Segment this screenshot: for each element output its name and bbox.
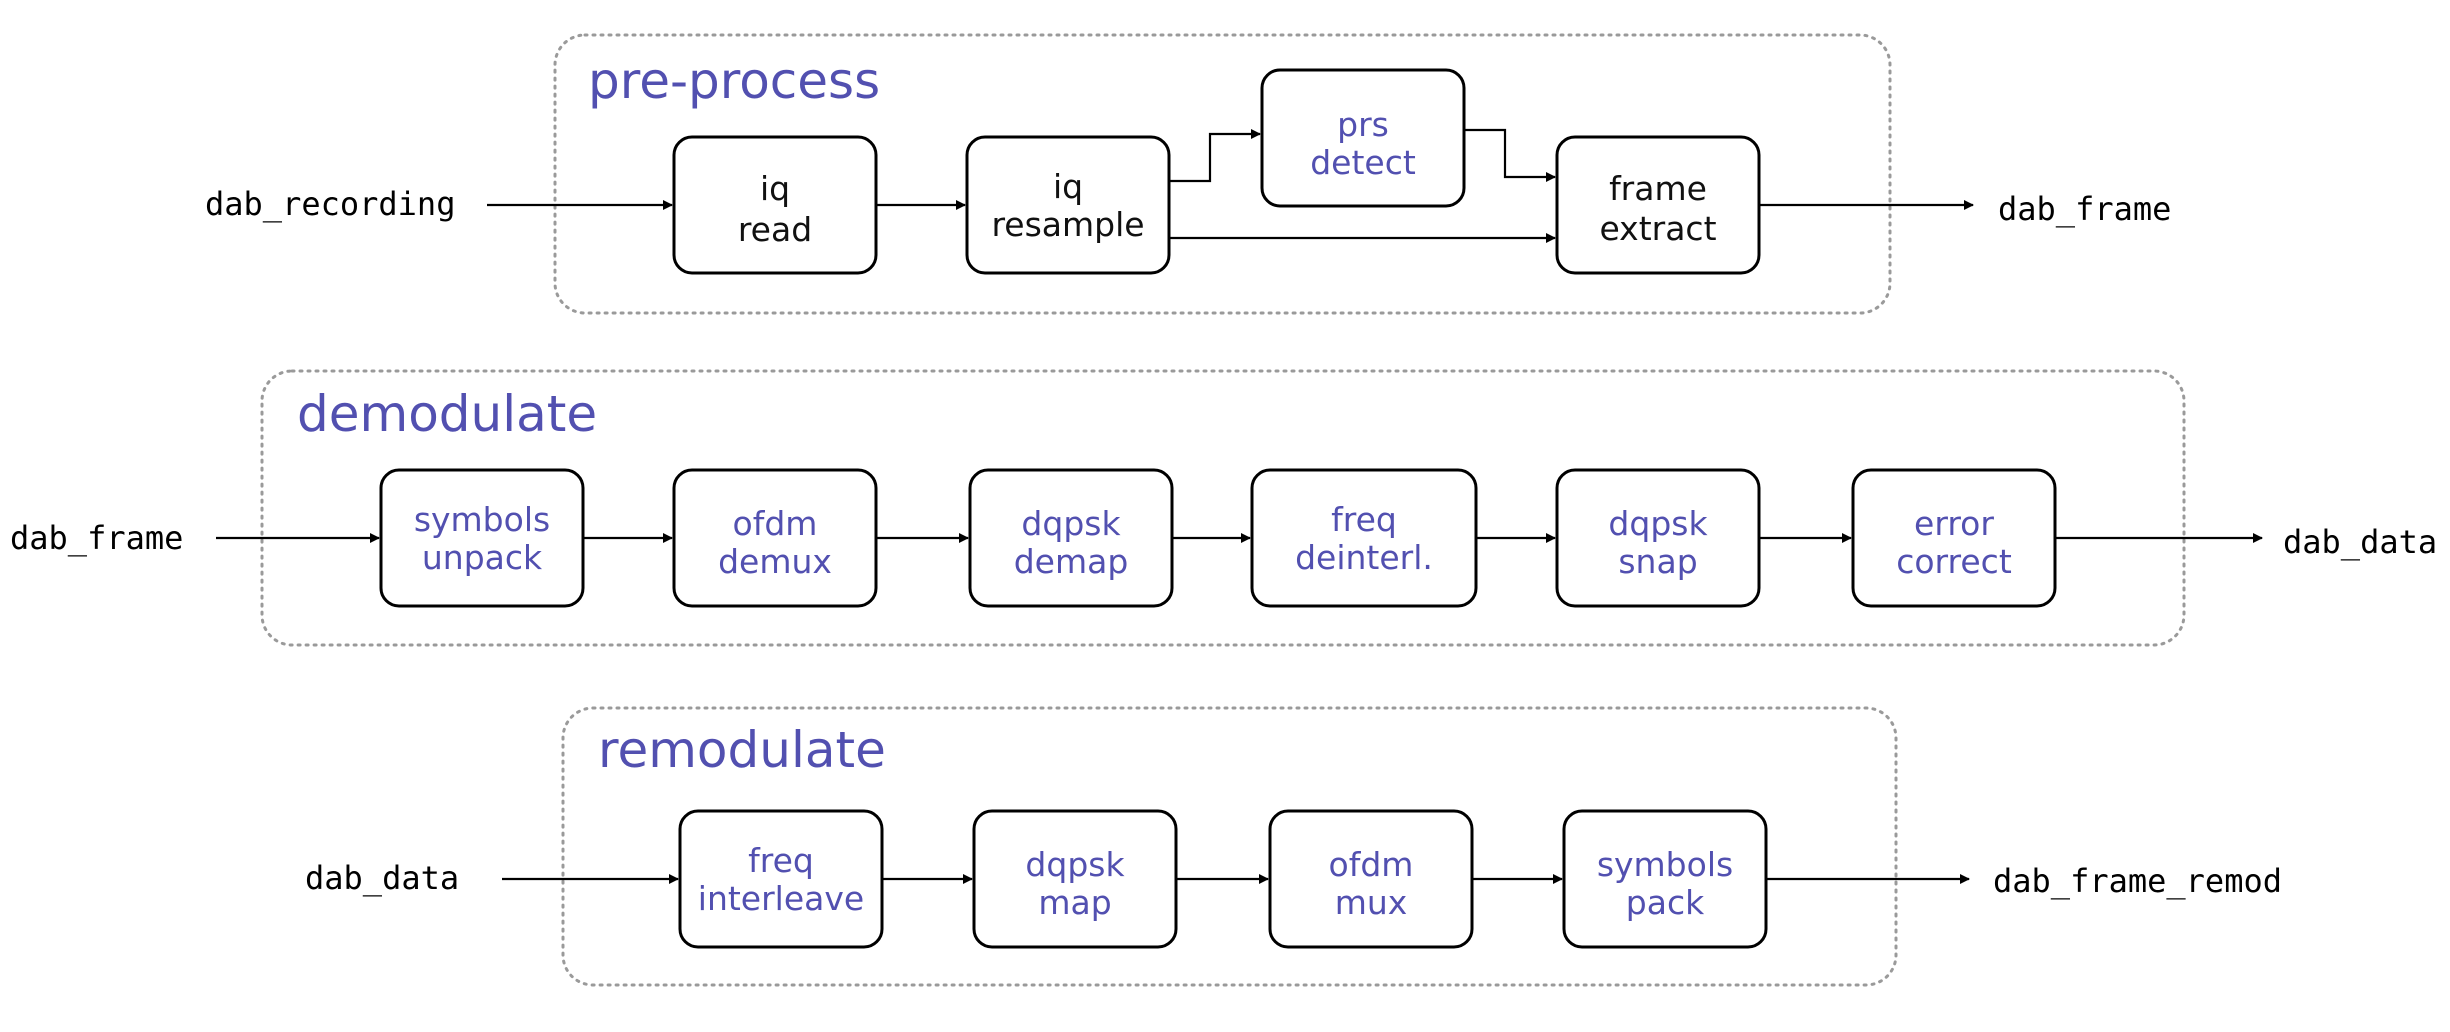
block-dqpsk-demap-line2: demap xyxy=(1014,542,1129,581)
block-ofdm-demux: ofdm demux xyxy=(672,468,878,608)
block-iq-resample-line1: iq xyxy=(1053,167,1083,206)
group-remodulate: remodulate dab_data freq interleave dqps… xyxy=(305,706,2282,987)
block-dqpsk-snap-line1: dqpsk xyxy=(1608,504,1708,543)
block-frame-extract-line2: extract xyxy=(1599,209,1716,248)
block-iq-resample-line2: resample xyxy=(991,205,1144,244)
io-dab-frame-remod-out: dab_frame_remod xyxy=(1993,862,2282,900)
block-ofdm-mux-line2: mux xyxy=(1335,883,1408,922)
block-dqpsk-snap: dqpsk snap xyxy=(1555,468,1761,608)
io-dab-data-in: dab_data xyxy=(305,859,459,897)
block-symbols-pack-line1: symbols xyxy=(1597,845,1733,884)
group-pre-process: pre-process dab_recording iq read iq res… xyxy=(205,33,2171,315)
group-pre-process-frame xyxy=(553,33,1892,315)
block-error-correct-line2: correct xyxy=(1896,542,2012,581)
io-dab-frame-in: dab_frame xyxy=(10,519,183,557)
block-error-correct-line1: error xyxy=(1914,504,1994,543)
block-symbols-unpack-line2: unpack xyxy=(422,538,543,577)
block-prs-detect-line2: detect xyxy=(1310,143,1416,182)
block-iq-resample: iq resample xyxy=(965,135,1171,275)
block-dqpsk-demap: dqpsk demap xyxy=(968,468,1174,608)
block-symbols-unpack-line1: symbols xyxy=(414,500,550,539)
block-iq-read-line2: read xyxy=(738,210,812,249)
block-freq-interleave: freq interleave xyxy=(678,809,884,949)
block-symbols-pack-line2: pack xyxy=(1626,883,1705,922)
block-prs-detect-line1: prs xyxy=(1337,105,1389,144)
io-dab-frame-out: dab_frame xyxy=(1998,190,2171,228)
block-symbols-unpack: symbols unpack xyxy=(379,468,585,608)
block-frame-extract-line1: frame xyxy=(1609,169,1707,208)
block-freq-interleave-line2: interleave xyxy=(698,879,864,918)
block-dqpsk-snap-line2: snap xyxy=(1618,542,1697,581)
group-pre-process-title: pre-process xyxy=(588,52,880,110)
block-freq-deinterl: freq deinterl. xyxy=(1250,468,1478,608)
block-dqpsk-demap-line1: dqpsk xyxy=(1021,504,1121,543)
block-ofdm-mux-line1: ofdm xyxy=(1329,845,1414,884)
arrow-prs-detect-to-frame-extract xyxy=(1464,128,1556,182)
block-freq-interleave-line1: freq xyxy=(748,841,814,880)
block-error-correct: error correct xyxy=(1851,468,2057,608)
block-freq-deinterl-line1: freq xyxy=(1331,500,1397,539)
block-dqpsk-map-line2: map xyxy=(1038,883,1111,922)
block-iq-read-line1: iq xyxy=(760,169,790,208)
io-dab-recording-in: dab_recording xyxy=(205,185,455,223)
group-demodulate-title: demodulate xyxy=(297,385,597,443)
block-ofdm-demux-line1: ofdm xyxy=(733,504,818,543)
block-dqpsk-map-line1: dqpsk xyxy=(1025,845,1125,884)
block-iq-read: iq read xyxy=(672,135,878,275)
group-demodulate-frame xyxy=(260,369,2186,647)
block-frame-extract: frame extract xyxy=(1555,135,1761,275)
block-prs-detect-box xyxy=(1260,68,1466,208)
block-symbols-pack: symbols pack xyxy=(1562,809,1768,949)
group-remodulate-title: remodulate xyxy=(598,721,886,779)
block-dqpsk-map: dqpsk map xyxy=(972,809,1178,949)
io-dab-data-out: dab_data xyxy=(2283,523,2437,561)
block-ofdm-mux: ofdm mux xyxy=(1268,809,1474,949)
arrow-resample-to-prs-detect xyxy=(1169,129,1261,183)
block-prs-detect: prs detect xyxy=(1260,68,1466,208)
block-freq-deinterl-line2: deinterl. xyxy=(1295,538,1433,577)
group-demodulate: demodulate dab_frame symbols unpack ofdm… xyxy=(10,369,2437,647)
block-iq-resample-box xyxy=(965,135,1171,275)
block-ofdm-demux-line2: demux xyxy=(718,542,832,581)
